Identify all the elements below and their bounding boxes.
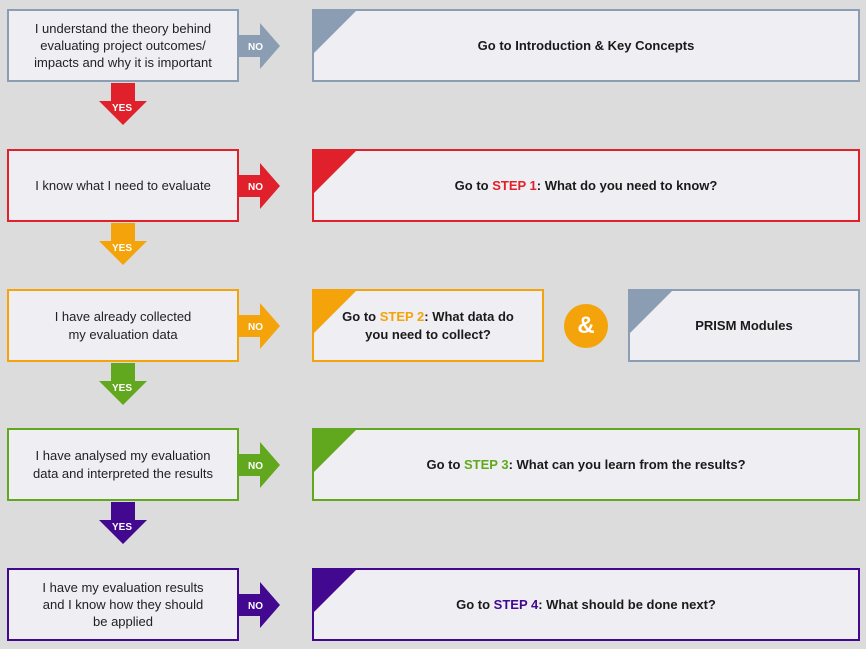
- target-step-4[interactable]: Go to STEP 4: What should be done next?: [312, 568, 860, 641]
- no-label-theory: NO: [248, 42, 263, 53]
- no-arrow-collected: NO: [238, 303, 280, 349]
- yes-label-know-what: YES: [112, 243, 132, 254]
- yes-arrow-analysed: YES: [99, 502, 147, 544]
- question-box-theory: I understand the theory behind evaluatin…: [7, 9, 239, 82]
- corner-tab: [314, 570, 356, 612]
- question-text-analysed: I have analysed my evaluation data and i…: [33, 448, 213, 481]
- yes-arrow-theory: YES: [99, 83, 147, 125]
- no-label-applied: NO: [248, 601, 263, 612]
- yes-arrow-know-what: YES: [99, 223, 147, 265]
- no-arrow-analysed: NO: [238, 442, 280, 488]
- corner-tab: [314, 430, 356, 472]
- target-prefix: Go to: [454, 177, 493, 193]
- target-prism-modules[interactable]: PRISM Modules: [628, 289, 860, 362]
- yes-label-analysed: YES: [112, 522, 132, 533]
- target-intro-key-concepts[interactable]: Go to Introduction & Key Concepts: [312, 9, 860, 82]
- step-label: STEP 4: [493, 596, 539, 612]
- target-suffix: : What data do you need to collect?: [365, 309, 514, 342]
- no-label-collected: NO: [248, 322, 263, 333]
- question-box-collected: I have already collected my evaluation d…: [7, 289, 239, 362]
- target-text-step-1: Go to STEP 1: What do you need to know?: [455, 177, 718, 194]
- yes-label-theory: YES: [112, 103, 132, 114]
- yes-arrow-collected: YES: [99, 363, 147, 405]
- no-arrow-theory: NO: [238, 23, 280, 69]
- question-text-collected: I have already collected my evaluation d…: [54, 309, 192, 342]
- target-text-intro: Go to Introduction & Key Concepts: [478, 37, 695, 54]
- question-text-applied: I have my evaluation results and I know …: [42, 579, 204, 630]
- target-step-1[interactable]: Go to STEP 1: What do you need to know?: [312, 149, 860, 222]
- no-label-know-what: NO: [248, 182, 263, 193]
- no-label-analysed: NO: [248, 461, 263, 472]
- target-step-3[interactable]: Go to STEP 3: What can you learn from th…: [312, 428, 860, 501]
- corner-tab: [314, 291, 356, 333]
- ampersand-badge: &: [564, 304, 608, 348]
- no-arrow-know-what: NO: [238, 163, 280, 209]
- question-box-know-what: I know what I need to evaluate: [7, 149, 239, 222]
- target-prefix: Go to: [456, 596, 494, 612]
- no-arrow-applied: NO: [238, 582, 280, 628]
- target-text-step-3: Go to STEP 3: What can you learn from th…: [426, 456, 745, 473]
- target-prefix: Go to: [426, 456, 465, 472]
- corner-tab: [630, 291, 672, 333]
- corner-tab: [314, 11, 356, 53]
- target-text-step-4: Go to STEP 4: What should be done next?: [456, 596, 716, 613]
- prism-modules-label: PRISM Modules: [695, 317, 793, 333]
- target-text-step-2: Go to STEP 2: What data do you need to c…: [336, 308, 520, 342]
- question-box-analysed: I have analysed my evaluation data and i…: [7, 428, 239, 501]
- step-label: STEP 2: [379, 309, 425, 325]
- step-label: STEP 1: [492, 177, 537, 193]
- target-suffix: : What can you learn from the results?: [508, 456, 746, 472]
- step-label: STEP 3: [464, 456, 509, 472]
- corner-tab: [314, 151, 356, 193]
- target-step-2[interactable]: Go to STEP 2: What data do you need to c…: [312, 289, 544, 362]
- target-suffix: : What do you need to know?: [536, 177, 718, 193]
- question-text-theory: I understand the theory behind evaluatin…: [34, 20, 212, 71]
- question-box-applied: I have my evaluation results and I know …: [7, 568, 239, 641]
- question-text-know-what: I know what I need to evaluate: [35, 177, 211, 193]
- yes-label-collected: YES: [112, 383, 132, 394]
- target-prefix: Go to Introduction & Key Concepts: [477, 37, 695, 53]
- target-suffix: : What should be done next?: [538, 596, 716, 612]
